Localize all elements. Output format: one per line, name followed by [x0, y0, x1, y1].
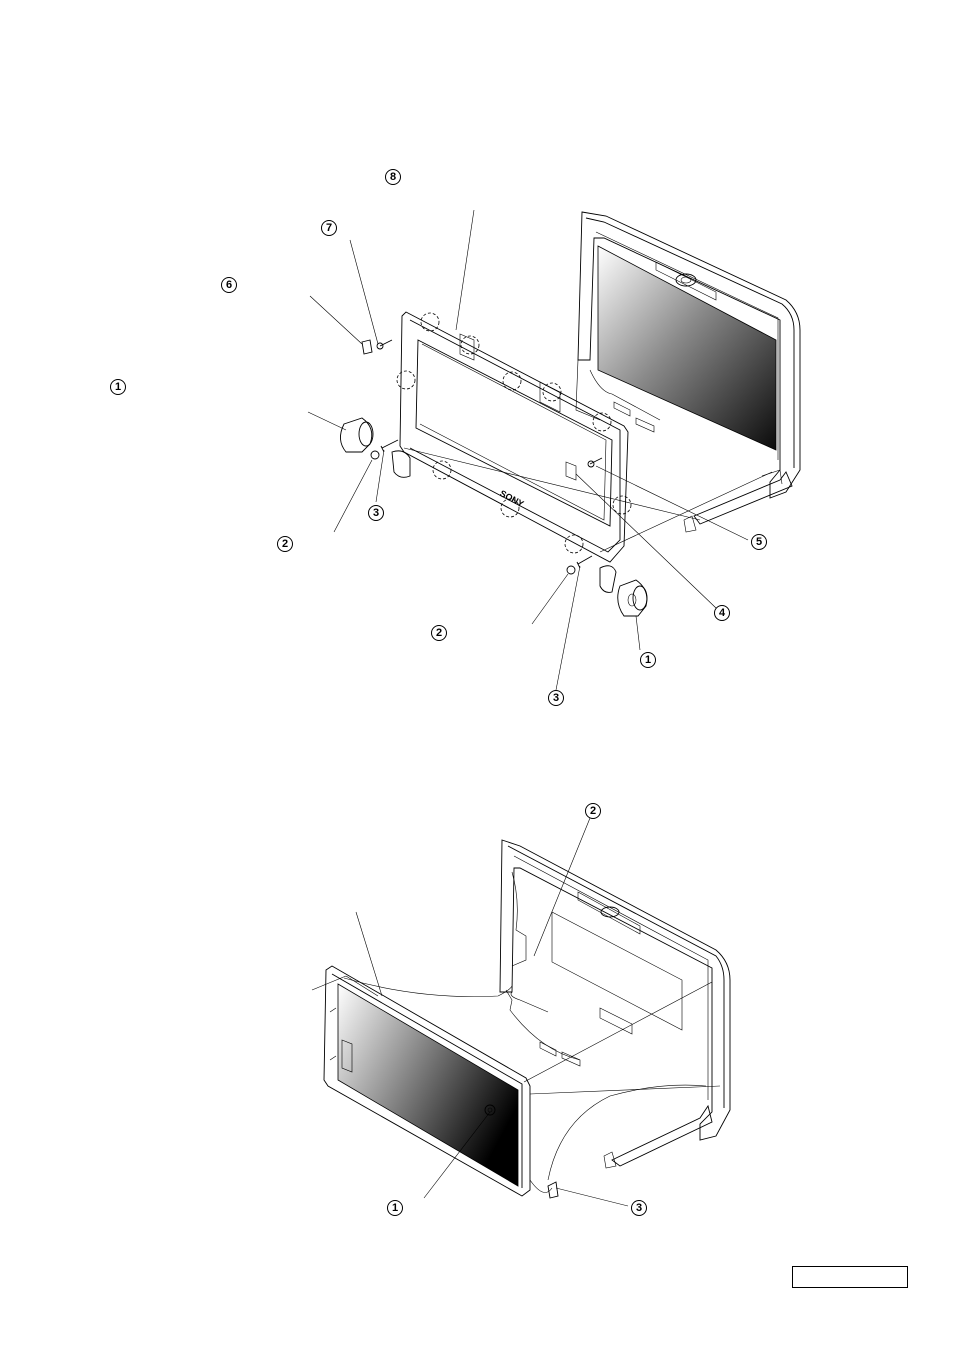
callout-6: 6: [221, 277, 237, 293]
callout-1: 1: [110, 379, 126, 395]
callout-bottom-1: 1: [387, 1200, 403, 1216]
callout-5: 5: [751, 534, 767, 550]
reference-box: [792, 1266, 908, 1288]
top-rear-cover: [576, 212, 800, 532]
callout-2: 2: [277, 536, 293, 552]
callout-3: 3: [368, 505, 384, 521]
brand-mark: SONY: [498, 488, 525, 509]
callout-8: 8: [385, 169, 401, 185]
callout-7: 7: [321, 220, 337, 236]
callout-1b: 1: [640, 652, 656, 668]
callout-3b: 3: [548, 690, 564, 706]
callout-bottom-3: 3: [631, 1200, 647, 1216]
bottom-lcd-panel: [324, 966, 558, 1198]
callout-2b: 2: [431, 625, 447, 641]
callout-bottom-2: 2: [585, 803, 601, 819]
bottom-rear-cover: [500, 840, 730, 1168]
callout-4: 4: [714, 605, 730, 621]
top-front-bezel: SONY: [392, 312, 631, 592]
